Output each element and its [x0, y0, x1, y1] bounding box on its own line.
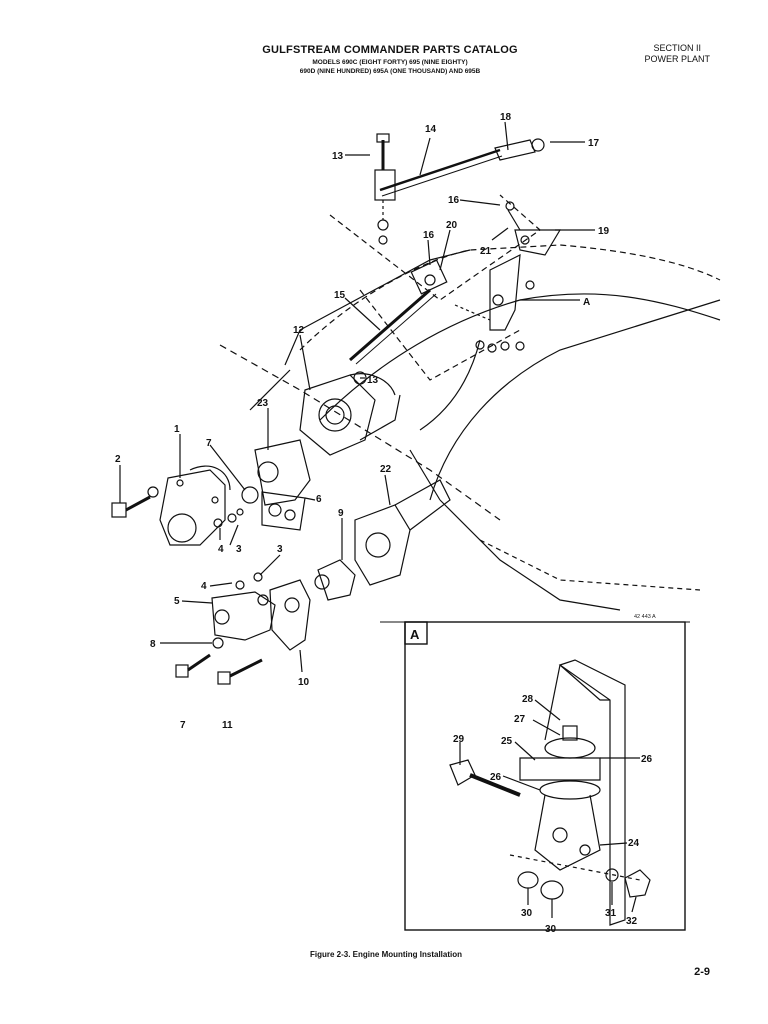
inset-artwork	[449, 659, 651, 926]
catalog-header: GULFSTREAM COMMANDER PARTS CATALOG MODEL…	[200, 44, 580, 75]
callout-26b: 26	[490, 772, 502, 783]
callout-19-hidden: 19	[598, 226, 610, 237]
callout-24: 24	[628, 838, 640, 849]
callout-1: 1	[174, 424, 180, 435]
callout-8: 8	[150, 639, 156, 650]
callout-11: 11	[222, 720, 233, 731]
callout-3b: 3	[277, 544, 283, 555]
callout-4b: 4	[201, 581, 207, 592]
callout-31: 31	[605, 908, 617, 919]
callout-30b: 30	[545, 924, 557, 935]
callout-2: 2	[115, 454, 121, 465]
catalog-title: GULFSTREAM COMMANDER PARTS CATALOG	[262, 44, 518, 56]
drawing-reference: 42 443 A	[634, 614, 656, 620]
callout-5: 5	[174, 596, 180, 607]
models-line-2: 690D (NINE HUNDRED) 695A (ONE THOUSAND) …	[299, 68, 481, 75]
section-header: SECTION II POWER PLANT	[644, 43, 710, 65]
inset-frame	[404, 621, 686, 931]
callout-20: 20	[446, 220, 458, 231]
callout-18b: 18	[500, 112, 512, 123]
callout-7b: 7	[180, 720, 186, 731]
diagram-artwork	[111, 121, 721, 685]
callout-21: 21	[480, 246, 492, 257]
callout-25: 25	[501, 736, 513, 747]
callout-4: 4	[218, 544, 224, 555]
callout-17: 17	[588, 138, 600, 149]
callout-15: 15	[334, 290, 346, 301]
page-number: 2-9	[694, 966, 710, 978]
callout-27: 27	[514, 714, 526, 725]
inset-label: A	[410, 627, 420, 642]
callout-23: 23	[257, 398, 269, 409]
callout-32: 32	[626, 916, 638, 927]
detail-callout-a: A	[583, 297, 590, 308]
callout-labels: 1 2 3 3 4 4 5 6 7 7 8 9 10 11 12 13 13 1…	[115, 112, 656, 935]
callout-30: 30	[521, 908, 533, 919]
callout-14: 14	[425, 124, 437, 135]
callout-13: 13	[332, 151, 344, 162]
figure-caption: Figure 2-3. Engine Mounting Installation	[310, 950, 462, 959]
callout-13b: 13	[367, 375, 379, 386]
callout-12: 12	[293, 325, 305, 336]
callout-16b: 16	[423, 230, 435, 241]
callout-10: 10	[298, 677, 310, 688]
callout-26: 26	[641, 754, 653, 765]
callout-6: 6	[316, 494, 322, 505]
callout-29: 29	[453, 734, 465, 745]
section-number: SECTION II	[653, 43, 701, 53]
callout-3: 3	[236, 544, 242, 555]
callout-28: 28	[522, 694, 534, 705]
models-line-1: MODELS 690C (EIGHT FORTY) 695 (NINE EIGH…	[312, 59, 468, 66]
detail-inset-a	[380, 621, 690, 931]
callout-16: 16	[448, 195, 460, 206]
inset-label-box	[404, 621, 428, 645]
callout-22: 22	[380, 464, 392, 475]
section-name: POWER PLANT	[644, 54, 710, 64]
callout-7: 7	[206, 438, 212, 449]
callout-9: 9	[338, 508, 344, 519]
